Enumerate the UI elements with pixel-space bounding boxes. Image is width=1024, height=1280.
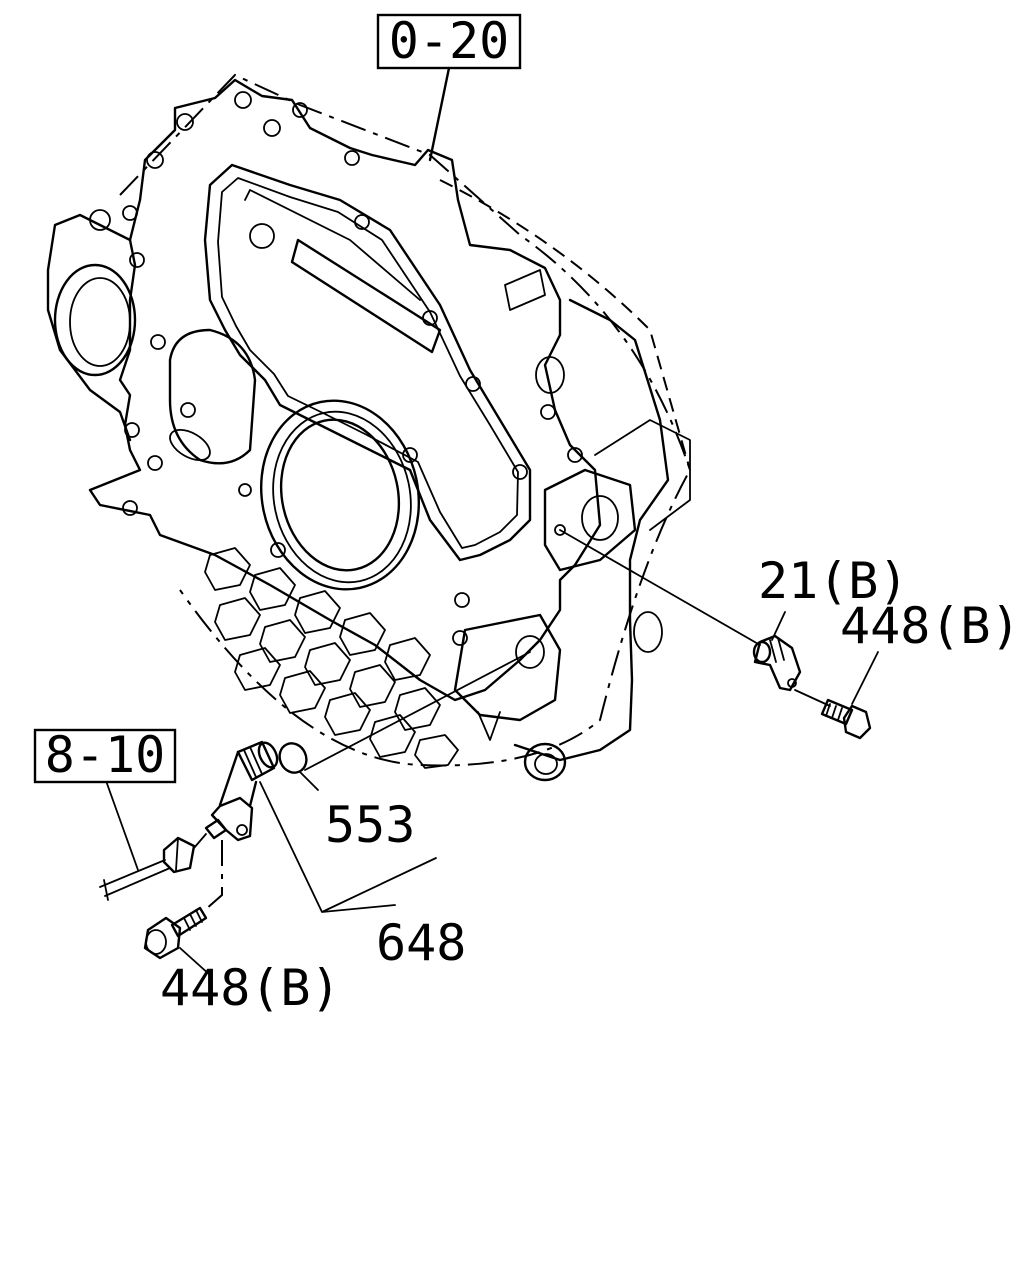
right-sensor-assembly — [559, 529, 879, 740]
ref-box-0-20 — [376, 13, 522, 70]
right-sensor-port — [581, 495, 619, 541]
sensor-21b-hole — [787, 678, 797, 688]
leader-21b — [771, 611, 786, 641]
left-bell-opening-inner — [69, 277, 131, 367]
harness-wire — [99, 859, 166, 888]
connector-plug-line — [175, 837, 179, 871]
gasket-rail — [203, 163, 532, 562]
harness-end — [103, 879, 109, 901]
upper-rib — [244, 189, 421, 301]
right-upper-stud — [535, 356, 565, 394]
bolt-left-centerline — [204, 840, 223, 911]
ref-box-8-10 — [33, 728, 177, 784]
ref-label-0-20: 0-20 — [389, 12, 509, 70]
label-553: 553 — [325, 796, 415, 854]
right-sensor-hole — [554, 524, 566, 536]
rear-rib — [594, 419, 691, 531]
honeycomb-ribs — [204, 547, 459, 769]
harness-wire-2 — [104, 867, 171, 897]
sensor-648-body — [236, 740, 276, 782]
leader-448b-left — [179, 947, 211, 976]
sensor-21b-body — [753, 634, 802, 692]
sensor-648-rings — [243, 746, 263, 778]
crank-bore-inner — [279, 418, 401, 572]
bolt-right-thread — [825, 703, 843, 721]
leader-553 — [299, 771, 319, 791]
housing-envelope — [119, 73, 692, 767]
crank-bore-outer — [259, 399, 421, 591]
crank-bore-lip — [272, 410, 412, 584]
rear-bottom-boss — [523, 742, 567, 782]
left-sensor-centerline — [304, 651, 531, 771]
bolt-right-head — [842, 704, 872, 740]
callout-0-20: 0-20 — [376, 12, 522, 162]
rear-bottom-boss-hole — [534, 753, 558, 775]
ref-label-8-10: 8-10 — [45, 726, 165, 784]
callout-8-10: 8-10 — [33, 726, 177, 784]
leader-448b-right — [851, 651, 879, 705]
bolt-left-head-face — [145, 929, 167, 955]
bolt-right-centerline — [794, 689, 831, 707]
sensor-21b-tip — [752, 640, 772, 664]
sensor-648-flange — [210, 796, 254, 842]
connector-gap — [193, 833, 207, 849]
left-bell-opening — [53, 263, 137, 377]
lower-sensor-notch — [477, 711, 501, 741]
leader-8-10 — [104, 777, 139, 871]
housing-rear-outline — [439, 179, 691, 471]
flange-bolt-holes — [122, 91, 583, 646]
rear-plug — [633, 611, 663, 653]
right-sensor-centerline — [559, 529, 761, 646]
sensor-648-flange-hole — [236, 824, 248, 836]
left-boss — [89, 209, 111, 231]
leader-0-20 — [428, 66, 451, 162]
bolt-left-head — [143, 916, 182, 960]
bolt-left-thread — [183, 909, 203, 931]
connector-plug — [162, 836, 196, 874]
sensor-648-tip — [257, 741, 279, 769]
label-21b: 21(B) — [758, 552, 909, 610]
bolt-left-shank — [170, 906, 208, 938]
label-648: 648 — [376, 914, 466, 972]
left-sensor-assembly — [99, 651, 531, 976]
flywheel-housing — [46, 73, 692, 782]
rear-body — [513, 298, 670, 762]
gasket-rail-inner — [217, 177, 519, 549]
label-448b-left: 448(B) — [160, 959, 341, 1017]
lower-sensor-bore — [515, 635, 545, 669]
left-pocket-hole — [169, 428, 211, 462]
leader-648 — [259, 781, 437, 913]
connector-socket — [204, 818, 228, 840]
housing-flange — [88, 78, 602, 702]
oring-553 — [278, 742, 308, 774]
left-pocket — [168, 328, 257, 465]
right-sensor-block — [543, 468, 637, 572]
left-bell — [46, 213, 132, 442]
sensor-648-neck — [218, 750, 258, 808]
upper-slot — [290, 238, 442, 354]
sensor-21b-rings — [769, 637, 785, 663]
lower-sensor-pocket — [453, 613, 562, 722]
right-upper-slot — [504, 269, 546, 311]
label-448b-right: 448(B) — [840, 597, 1021, 655]
